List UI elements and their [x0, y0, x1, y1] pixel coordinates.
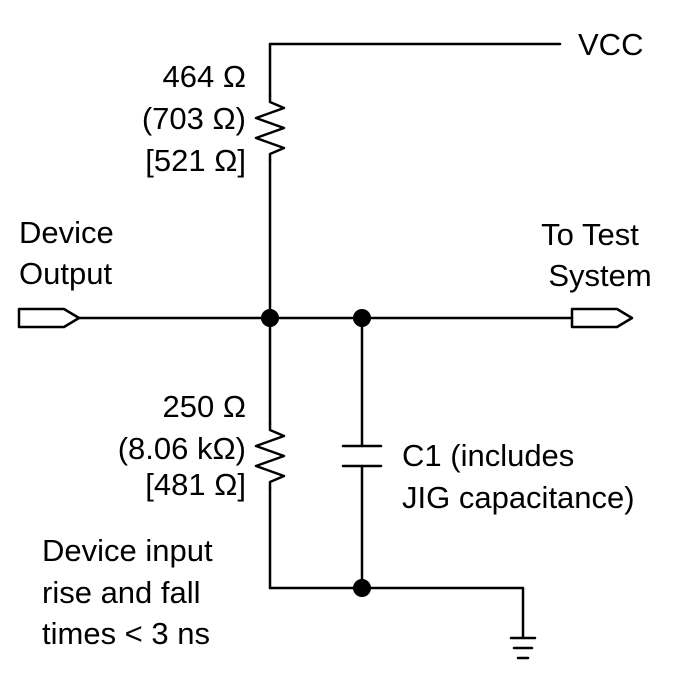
input-port-label-line2: Output — [19, 256, 113, 291]
upper-resistor-alt-value-2: [521 Ω] — [145, 143, 246, 178]
input-port-label-line1: Device — [19, 215, 114, 250]
output-port-label-line2: System — [548, 258, 652, 293]
ground-icon — [509, 636, 537, 660]
lower-resistor-alt-value-2: [481 Ω] — [145, 467, 246, 502]
input-port-symbol — [17, 307, 81, 329]
upper-resistor-alt-value: (703 Ω) — [141, 101, 246, 136]
note-line1: Device input — [42, 533, 213, 568]
output-port-label-line1: To Test — [541, 217, 639, 252]
junction-dot — [261, 309, 279, 327]
output-port-symbol — [570, 307, 634, 329]
junction-dot — [353, 309, 371, 327]
capacitor-label-line1: C1 (includes — [402, 438, 575, 473]
upper-resistor-symbol — [254, 94, 286, 162]
ground-rail — [268, 586, 525, 639]
lower-resistor-symbol — [254, 422, 286, 490]
lower-resistor-value: 250 Ω — [162, 389, 246, 424]
capacitor-label-line2: JIG capacitance) — [402, 480, 635, 515]
note-line2: rise and fall — [42, 575, 201, 610]
junction-dot — [353, 579, 371, 597]
note-line3: times < 3 ns — [42, 616, 210, 651]
lower-resistor-alt-value: (8.06 kΩ) — [117, 431, 246, 466]
upper-resistor-value: 464 Ω — [162, 59, 246, 94]
vcc-label: VCC — [578, 27, 644, 62]
